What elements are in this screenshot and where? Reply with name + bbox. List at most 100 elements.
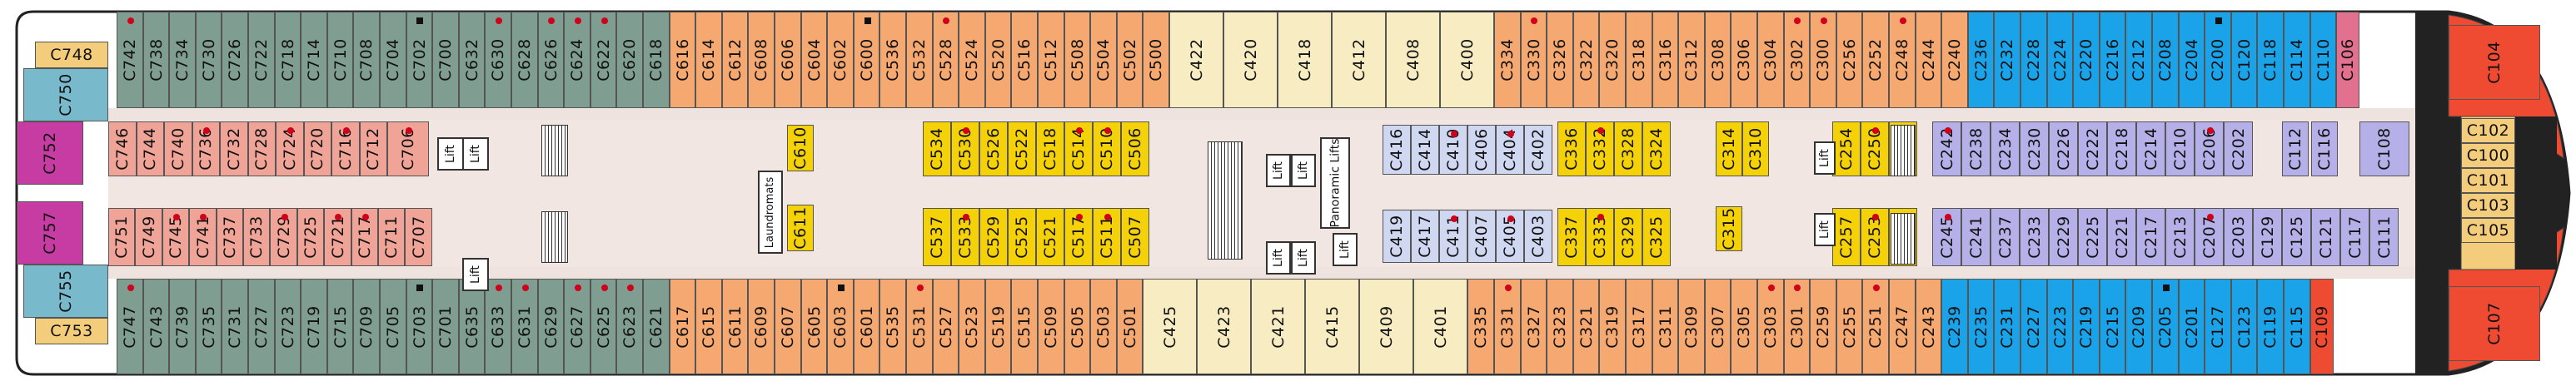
- cabin-c255[interactable]: C255: [1836, 279, 1863, 374]
- cabin-c247[interactable]: C247: [1889, 279, 1916, 374]
- cabin-c736[interactable]: C736: [192, 121, 220, 176]
- cabin-c236[interactable]: C236: [1967, 12, 1995, 108]
- cabin-c324[interactable]: C324: [1642, 121, 1671, 176]
- cabin-c611[interactable]: C611: [787, 205, 814, 251]
- cabin-c119[interactable]: C119: [2257, 279, 2284, 374]
- cabin-c106[interactable]: C106: [2336, 12, 2360, 108]
- cabin-c111[interactable]: C111: [2369, 208, 2399, 266]
- cabin-c739[interactable]: C739: [169, 279, 196, 374]
- cabin-c622[interactable]: C622: [590, 12, 617, 108]
- cabin-c242[interactable]: C242: [1932, 121, 1961, 176]
- cabin-c308[interactable]: C308: [1704, 12, 1731, 108]
- cabin-c607[interactable]: C607: [775, 279, 801, 374]
- cabin-c320[interactable]: C320: [1599, 12, 1626, 108]
- cabin-c203[interactable]: C203: [2224, 208, 2253, 266]
- cabin-c319[interactable]: C319: [1599, 279, 1626, 374]
- cabin-c335[interactable]: C335: [1467, 279, 1494, 374]
- cabin-c411[interactable]: C411: [1439, 210, 1467, 263]
- cabin-c217[interactable]: C217: [2136, 208, 2165, 266]
- cabin-c503[interactable]: C503: [1090, 279, 1117, 374]
- cabin-c240[interactable]: C240: [1941, 12, 1968, 108]
- cabin-c528[interactable]: C528: [932, 12, 959, 108]
- cabin-c223[interactable]: C223: [2046, 279, 2074, 374]
- cabin-c304[interactable]: C304: [1757, 12, 1784, 108]
- cabin-c241[interactable]: C241: [1961, 208, 1991, 266]
- cabin-c327[interactable]: C327: [1520, 279, 1547, 374]
- cabin-c405[interactable]: C405: [1496, 210, 1524, 263]
- cabin-c615[interactable]: C615: [695, 279, 722, 374]
- cabin-c729[interactable]: C729: [270, 208, 297, 266]
- cabin-c406[interactable]: C406: [1467, 125, 1496, 175]
- cabin-c630[interactable]: C630: [485, 12, 511, 108]
- cabin-c722[interactable]: C722: [248, 12, 275, 108]
- cabin-c316[interactable]: C316: [1652, 12, 1679, 108]
- cabin-c422[interactable]: C422: [1169, 12, 1223, 108]
- cabin-c420[interactable]: C420: [1223, 12, 1278, 108]
- cabin-c402[interactable]: C402: [1524, 125, 1552, 175]
- cabin-c516[interactable]: C516: [1011, 12, 1038, 108]
- cabin-c518[interactable]: C518: [1036, 121, 1064, 176]
- cabin-c204[interactable]: C204: [2178, 12, 2205, 108]
- cabin-c231[interactable]: C231: [1994, 279, 2020, 374]
- cabin-c530[interactable]: C530: [951, 121, 979, 176]
- cabin-c103[interactable]: C103: [2461, 193, 2515, 218]
- cabin-c305[interactable]: C305: [1731, 279, 1757, 374]
- cabin-c726[interactable]: C726: [222, 12, 248, 108]
- cabin-c508[interactable]: C508: [1064, 12, 1091, 108]
- cabin-c735[interactable]: C735: [195, 279, 222, 374]
- cabin-c520[interactable]: C520: [984, 12, 1012, 108]
- cabin-c500[interactable]: C500: [1143, 12, 1169, 108]
- cabin-c414[interactable]: C414: [1411, 125, 1439, 175]
- cabin-c318[interactable]: C318: [1626, 12, 1652, 108]
- cabin-c229[interactable]: C229: [2049, 208, 2078, 266]
- cabin-c334[interactable]: C334: [1494, 12, 1521, 108]
- cabin-c416[interactable]: C416: [1383, 125, 1411, 175]
- cabin-c614[interactable]: C614: [695, 12, 722, 108]
- cabin-c259[interactable]: C259: [1810, 279, 1836, 374]
- cabin-c336[interactable]: C336: [1557, 121, 1586, 176]
- cabin-c707[interactable]: C707: [405, 208, 432, 266]
- cabin-c753[interactable]: C753: [35, 318, 108, 344]
- cabin-c417[interactable]: C417: [1411, 210, 1439, 263]
- cabin-c621[interactable]: C621: [643, 279, 670, 374]
- cabin-c325[interactable]: C325: [1642, 208, 1671, 266]
- cabin-c515[interactable]: C515: [1011, 279, 1038, 374]
- cabin-c511[interactable]: C511: [1093, 208, 1121, 266]
- cabin-c425[interactable]: C425: [1143, 279, 1198, 374]
- cabin-c400[interactable]: C400: [1440, 12, 1494, 108]
- cabin-c407[interactable]: C407: [1467, 210, 1496, 263]
- cabin-c702[interactable]: C702: [406, 12, 433, 108]
- cabin-c112[interactable]: C112: [2282, 121, 2309, 176]
- cabin-c748[interactable]: C748: [35, 42, 108, 68]
- cabin-c534[interactable]: C534: [923, 121, 951, 176]
- cabin-c333[interactable]: C333: [1586, 208, 1614, 266]
- cabin-c330[interactable]: C330: [1520, 12, 1547, 108]
- cabin-c617[interactable]: C617: [669, 279, 696, 374]
- cabin-c700[interactable]: C700: [432, 12, 459, 108]
- cabin-c603[interactable]: C603: [827, 279, 854, 374]
- cabin-c200[interactable]: C200: [2205, 12, 2231, 108]
- cabin-c632[interactable]: C632: [458, 12, 486, 108]
- cabin-c245[interactable]: C245: [1932, 208, 1961, 266]
- cabin-c252[interactable]: C252: [1862, 12, 1889, 108]
- cabin-c117[interactable]: C117: [2340, 208, 2369, 266]
- cabin-c234[interactable]: C234: [1991, 121, 2020, 176]
- cabin-c743[interactable]: C743: [142, 279, 170, 374]
- cabin-c701[interactable]: C701: [432, 279, 459, 374]
- cabin-c733[interactable]: C733: [243, 208, 271, 266]
- cabin-c724[interactable]: C724: [276, 121, 304, 176]
- cabin-c716[interactable]: C716: [331, 121, 360, 176]
- cabin-c307[interactable]: C307: [1704, 279, 1731, 374]
- cabin-c727[interactable]: C727: [248, 279, 275, 374]
- cabin-c509[interactable]: C509: [1038, 279, 1064, 374]
- cabin-c226[interactable]: C226: [2049, 121, 2078, 176]
- cabin-c635[interactable]: C635: [458, 279, 486, 374]
- cabin-c752[interactable]: C752: [17, 121, 83, 185]
- cabin-c227[interactable]: C227: [2020, 279, 2047, 374]
- cabin-c709[interactable]: C709: [353, 279, 380, 374]
- cabin-c523[interactable]: C523: [959, 279, 985, 374]
- cabin-c215[interactable]: C215: [2099, 279, 2126, 374]
- cabin-c421[interactable]: C421: [1251, 279, 1306, 374]
- cabin-c329[interactable]: C329: [1614, 208, 1642, 266]
- cabin-c730[interactable]: C730: [195, 12, 222, 108]
